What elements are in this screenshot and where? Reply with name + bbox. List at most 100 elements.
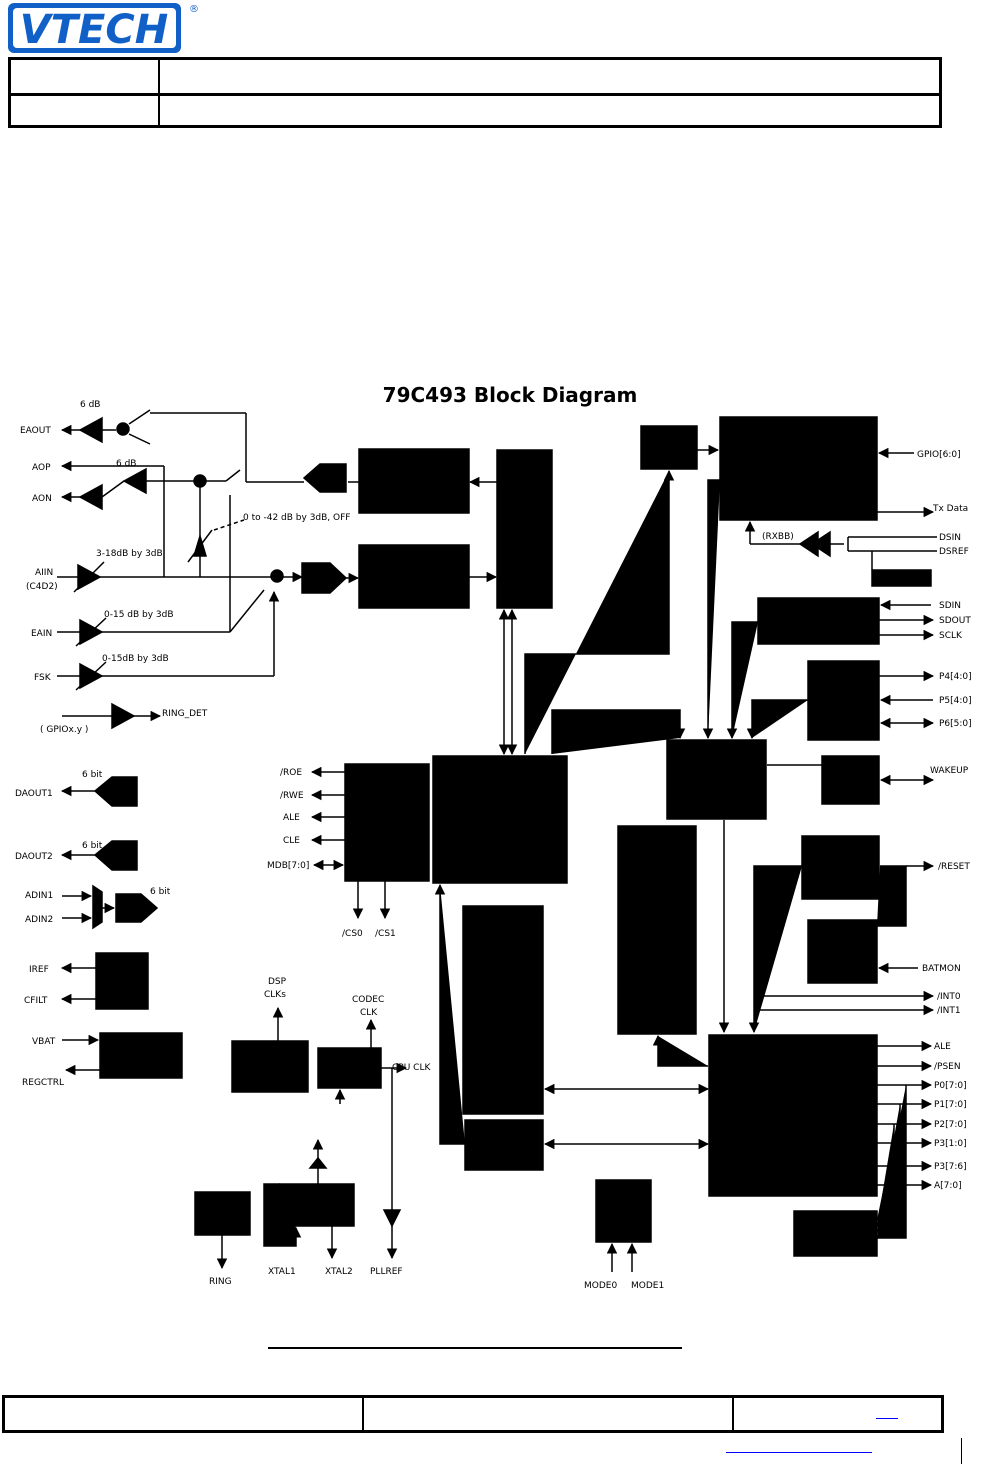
2171-memory-block: 2171 MEMORY PMROM x24 PMRAM x16 DMRAM x1… bbox=[462, 905, 544, 1115]
svg-text:MICROCONTROLLER: MICROCONTROLLER bbox=[734, 1107, 865, 1122]
footer-link[interactable] bbox=[726, 1452, 872, 1453]
ref-block: 1.1V REF bbox=[871, 569, 932, 587]
svg-text:CODEC: CODEC bbox=[509, 517, 541, 527]
svg-text:INTERFACE: INTERFACE bbox=[362, 815, 411, 825]
signal-labels: EAOUT AOP AON AIIN (C4D2) EAIN FSK ( GPI… bbox=[15, 400, 972, 1291]
watchdog-timer-block: WATCHDOG TIMER bbox=[801, 835, 880, 900]
svg-text:GPIO[6:0]: GPIO[6:0] bbox=[917, 450, 961, 460]
svg-text:/CS0: /CS0 bbox=[342, 929, 363, 939]
svg-text:0 to -42 dB by 3dB, OFF: 0 to -42 dB by 3dB, OFF bbox=[243, 513, 350, 523]
svg-text:D/A: D/A bbox=[116, 852, 133, 862]
dsp-block: DSP (27.6 MHz) bbox=[432, 755, 568, 884]
svg-text:CPU CLK: CPU CLK bbox=[392, 1063, 431, 1073]
svg-text:FUNCTIONS: FUNCTIONS bbox=[772, 470, 825, 480]
svg-text:DSREF: DSREF bbox=[939, 547, 969, 557]
svg-text:P3[1:0]: P3[1:0] bbox=[934, 1139, 967, 1149]
svg-text:CONTROLLER: CONTROLLER bbox=[686, 781, 747, 791]
svg-text:(18.432 MHz): (18.432 MHz) bbox=[754, 1128, 842, 1143]
svg-text:Interface: Interface bbox=[505, 531, 546, 541]
svg-text:REGULATION: REGULATION bbox=[116, 1056, 174, 1066]
svg-text:ADIN2: ADIN2 bbox=[25, 915, 53, 925]
svg-text:256 x 8: 256 x 8 bbox=[640, 944, 674, 954]
svg-text:A/D: A/D bbox=[310, 575, 326, 585]
top-da-converter: D/A bbox=[302, 463, 347, 493]
svg-text:1.1V REF: 1.1V REF bbox=[881, 575, 921, 585]
svg-text:TIMER: TIMER bbox=[825, 869, 854, 879]
svg-text:Generic: Generic bbox=[652, 430, 687, 440]
svg-text:AOP: AOP bbox=[32, 463, 51, 473]
svg-text:VOLTAGE: VOLTAGE bbox=[125, 1043, 166, 1053]
svg-text:RING: RING bbox=[209, 1277, 232, 1287]
svg-text:32K x 8: 32K x 8 bbox=[643, 876, 677, 886]
svg-text:P4[4:0]: P4[4:0] bbox=[939, 672, 972, 682]
svg-text:PLLREF: PLLREF bbox=[370, 1267, 403, 1277]
svg-text:AIIN: AIIN bbox=[35, 568, 53, 578]
8051-memory-block: 8051 MEMORY ROM 32K x 8 RAM 256 x 8 RAM … bbox=[617, 825, 697, 1035]
svg-text:3-18dB by 3dB: 3-18dB by 3dB bbox=[96, 549, 163, 559]
svg-text:RAM: RAM bbox=[647, 932, 667, 942]
vtech-logo: VTECH ® bbox=[8, 0, 199, 56]
svg-text:MEMORY: MEMORY bbox=[367, 803, 407, 813]
footer-link[interactable] bbox=[876, 1418, 898, 1419]
tone-ringer-block: TONE RINGER bbox=[194, 1191, 251, 1236]
svg-text:RINGER: RINGER bbox=[207, 1216, 242, 1226]
svg-text:PROTOCOL: PROTOCOL bbox=[773, 458, 823, 468]
svg-text:MODE: MODE bbox=[611, 1200, 639, 1210]
svg-text:CLK: CLK bbox=[340, 1057, 358, 1067]
svg-text:DIVIDERS: DIVIDERS bbox=[331, 1070, 374, 1080]
svg-text:MEMORY): MEMORY) bbox=[639, 1022, 682, 1032]
svg-text:PMRAM: PMRAM bbox=[486, 1007, 519, 1017]
svg-text:DMRAM: DMRAM bbox=[486, 1072, 521, 1082]
svg-text:SDIN: SDIN bbox=[939, 601, 961, 611]
svg-text:EXTERNAL: EXTERNAL bbox=[363, 791, 410, 801]
svg-text:CLK: CLK bbox=[360, 1008, 378, 1018]
footer-table bbox=[2, 1395, 944, 1433]
address-decoder-block: ADDRESS DECODER bbox=[793, 1210, 878, 1257]
svg-text:0-15dB by 3dB: 0-15dB by 3dB bbox=[102, 654, 169, 664]
svg-text:EAIN: EAIN bbox=[31, 629, 52, 639]
svg-text:MDB[7:0]: MDB[7:0] bbox=[267, 861, 309, 871]
svg-text:P1[7:0]: P1[7:0] bbox=[934, 1100, 967, 1110]
svg-text:FSK: FSK bbox=[34, 673, 52, 683]
external-memory-interface-block: EXTERNAL MEMORY INTERFACE (FLASH) bbox=[344, 763, 430, 882]
top-ad-converter: A/D bbox=[301, 562, 348, 594]
svg-text:AON: AON bbox=[32, 494, 52, 504]
svg-text:DSIN: DSIN bbox=[939, 533, 961, 543]
header-table bbox=[8, 57, 942, 128]
svg-text:/INT1: /INT1 bbox=[937, 1006, 961, 1016]
generic-dsp-interface-block: Generic DSP Interface bbox=[640, 425, 698, 470]
codec-interface-block: CODEC Interface bbox=[496, 449, 553, 609]
svg-text:WATCHDOG: WATCHDOG bbox=[814, 856, 867, 866]
svg-text:ALE: ALE bbox=[283, 813, 300, 823]
svg-text:INTERRUPT: INTERRUPT bbox=[691, 768, 742, 778]
clk-dividers-block: CLK DIVIDERS bbox=[317, 1047, 382, 1089]
svg-text:/INT0: /INT0 bbox=[937, 992, 961, 1002]
svg-text:768 x 8: 768 x 8 bbox=[642, 998, 676, 1008]
svg-text:P5[4:0]: P5[4:0] bbox=[939, 696, 972, 706]
svg-text:REGCTRL: REGCTRL bbox=[22, 1078, 64, 1088]
svg-text:P3[7:6]: P3[7:6] bbox=[934, 1162, 967, 1172]
svg-text:Tx Data: Tx Data bbox=[932, 504, 968, 514]
svg-text:PORTS: PORTS bbox=[828, 701, 858, 711]
svg-text:CLE: CLE bbox=[283, 836, 300, 846]
svg-text:SYNCHRONOUS: SYNCHRONOUS bbox=[783, 603, 854, 613]
svg-text:MODE0: MODE0 bbox=[584, 1281, 617, 1291]
footer-rule bbox=[268, 1347, 682, 1349]
micro-dsp-interface-block: Micro / DSP INTERFACE bbox=[464, 1119, 544, 1171]
svg-text:VBAT: VBAT bbox=[32, 1037, 56, 1047]
svg-text:6 dB: 6 dB bbox=[116, 459, 136, 469]
svg-text:MODE1: MODE1 bbox=[631, 1281, 664, 1291]
svg-text:8051 MEMORY: 8051 MEMORY bbox=[622, 830, 688, 840]
pll-block: PLL bbox=[231, 1040, 309, 1093]
block-diagram: 79C493 Block Diagram Generic DSP Interfa… bbox=[15, 383, 972, 1291]
svg-text:WAKEUP: WAKEUP bbox=[930, 766, 969, 776]
svg-text:RAM: RAM bbox=[647, 985, 667, 995]
svg-text:A[7:0]: A[7:0] bbox=[934, 1181, 962, 1191]
svg-text:BIASING: BIASING bbox=[103, 977, 140, 987]
svg-text:Micro / DSP: Micro / DSP bbox=[480, 1127, 532, 1137]
logo-registered-mark: ® bbox=[189, 4, 198, 15]
interpolator-block: INTERPOLATOR bbox=[358, 448, 470, 514]
svg-text:RING_DET: RING_DET bbox=[162, 709, 208, 719]
synchronous-serial-port-block: SYNCHRONOUS SERIAL PORT (new implementat… bbox=[757, 597, 880, 645]
svg-text:BATMON: BATMON bbox=[922, 964, 961, 974]
